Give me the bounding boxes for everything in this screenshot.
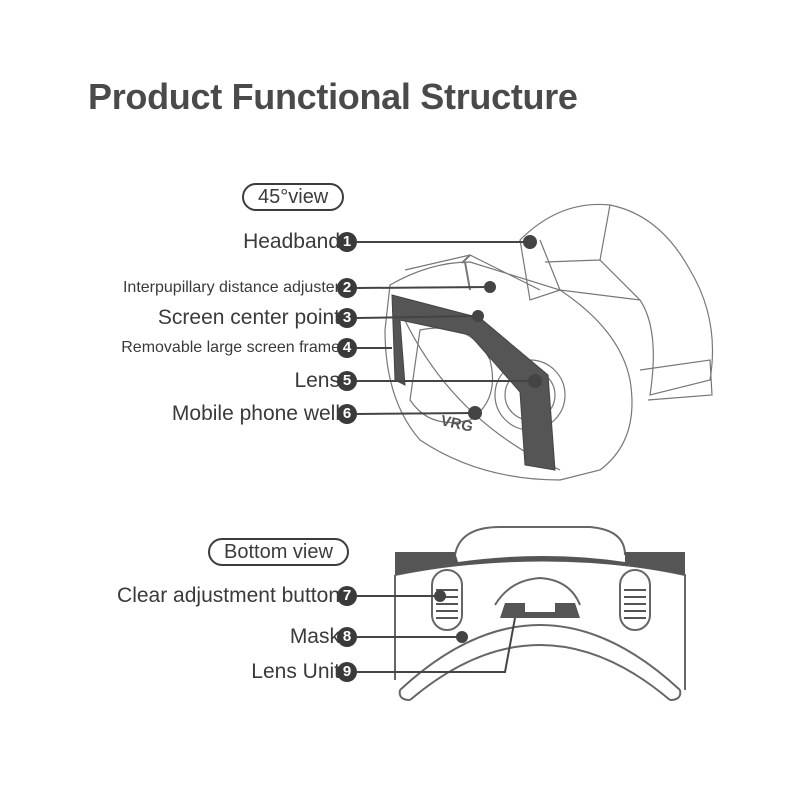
callout-label-ipd-adjuster: Interpupillary distance adjuster bbox=[122, 279, 340, 296]
page-title: Product Functional Structure bbox=[88, 76, 578, 117]
callout-number: 7 bbox=[337, 586, 357, 606]
callout-number: 4 bbox=[337, 338, 357, 358]
leader-lines bbox=[356, 235, 542, 673]
callout-label-screen-center: Screen center point bbox=[157, 306, 340, 329]
lens-unit-bar bbox=[500, 603, 580, 618]
callout-number: 2 bbox=[337, 278, 357, 298]
callout-label-lens: Lens bbox=[294, 369, 340, 392]
screen-frame bbox=[391, 294, 556, 471]
callout-number: 8 bbox=[337, 627, 357, 647]
callout-number: 5 bbox=[337, 371, 357, 391]
callout-label-phone-well: Mobile phone well bbox=[171, 402, 340, 425]
headset-bottom-view bbox=[394, 526, 686, 701]
callout-label-adjust-button: Clear adjustment button bbox=[117, 584, 340, 607]
button-grips bbox=[436, 589, 646, 619]
callout-number: 9 bbox=[337, 662, 357, 682]
callout-number: 1 bbox=[337, 232, 357, 252]
vrg-logo: VRG bbox=[439, 412, 474, 435]
callout-label-mask: Mask bbox=[289, 625, 340, 648]
callout-label-screen-frame: Removable large screen frame bbox=[121, 339, 340, 356]
callout-number: 3 bbox=[337, 308, 357, 328]
bottom-top-band bbox=[395, 552, 685, 575]
view-45-badge: 45°view bbox=[242, 183, 345, 211]
bottom-view-badge: Bottom view bbox=[208, 538, 349, 566]
callout-label-headband: Headband bbox=[243, 230, 340, 253]
callout-number: 6 bbox=[337, 404, 357, 424]
callout-label-lens-unit: Lens Unit bbox=[251, 660, 340, 683]
